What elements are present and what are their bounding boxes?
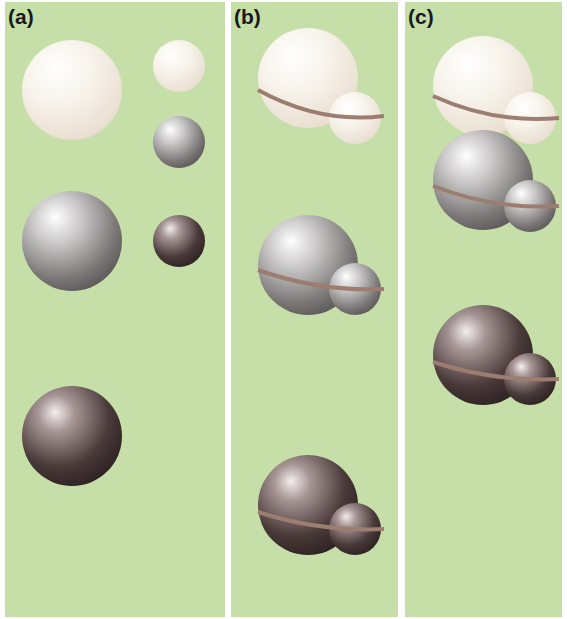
band — [258, 512, 384, 529]
small-sphere — [153, 116, 205, 168]
panel-label: (c) — [408, 6, 434, 27]
band — [258, 270, 384, 289]
panel — [5, 2, 225, 617]
band — [433, 362, 559, 379]
panel-label: (b) — [234, 6, 261, 27]
band — [433, 186, 559, 207]
large-sphere — [22, 191, 122, 291]
large-sphere — [22, 40, 122, 140]
small-sphere — [153, 215, 205, 267]
small-sphere — [153, 40, 205, 92]
panel — [405, 2, 562, 617]
large-sphere — [22, 386, 122, 486]
panel-label: (a) — [8, 6, 34, 27]
panel — [231, 2, 398, 617]
band — [258, 90, 384, 118]
band — [433, 96, 559, 119]
